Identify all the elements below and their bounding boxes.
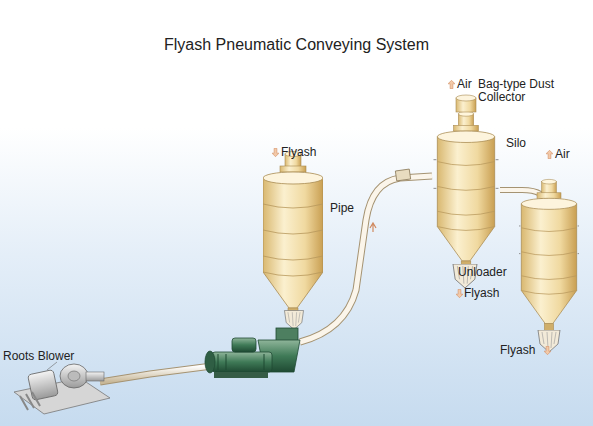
material-label: Flyash [464,287,499,300]
part-label: Silo [506,137,526,150]
part-label: Roots Blower [3,350,74,363]
flow-label: Air [555,148,570,161]
part-label: Unloader [458,266,507,279]
material-label: Flyash [500,344,535,357]
diagram-title: Flyash Pneumatic Conveying System [164,36,429,54]
part-label: Bag-type Dust Collector [478,78,560,104]
flow-label: Air [457,78,472,91]
part-label: Pipe [330,202,354,215]
material-label: Flyash [281,146,316,159]
